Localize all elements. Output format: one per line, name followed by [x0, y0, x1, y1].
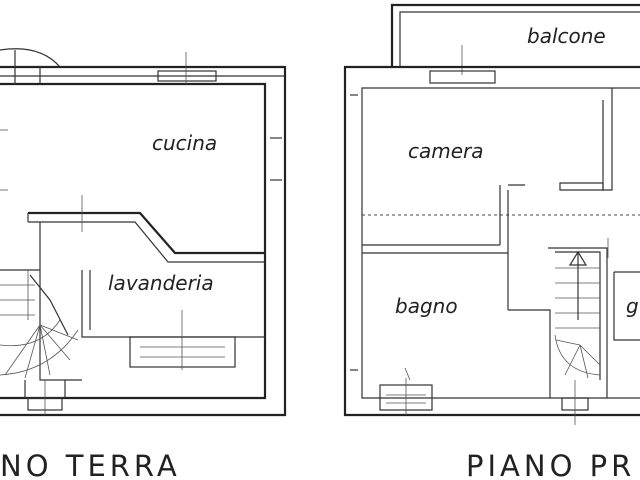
- room-label-balcone: balcone: [527, 24, 606, 48]
- room-label-g: g: [626, 294, 639, 318]
- first-floor-plan: balcone camera bagno g PIANO PR: [343, 3, 640, 480]
- room-label-camera: camera: [408, 139, 484, 163]
- room-label-lavanderia: lavanderia: [108, 271, 214, 295]
- room-label-cucina: cucina: [152, 131, 217, 155]
- room-label-bagno: bagno: [395, 294, 458, 318]
- floor-title-first: PIANO PR: [466, 449, 635, 480]
- floor-title-ground: NO TERRA: [0, 449, 181, 480]
- ground-floor-plan: cucina lavanderia NO TERRA: [0, 48, 287, 480]
